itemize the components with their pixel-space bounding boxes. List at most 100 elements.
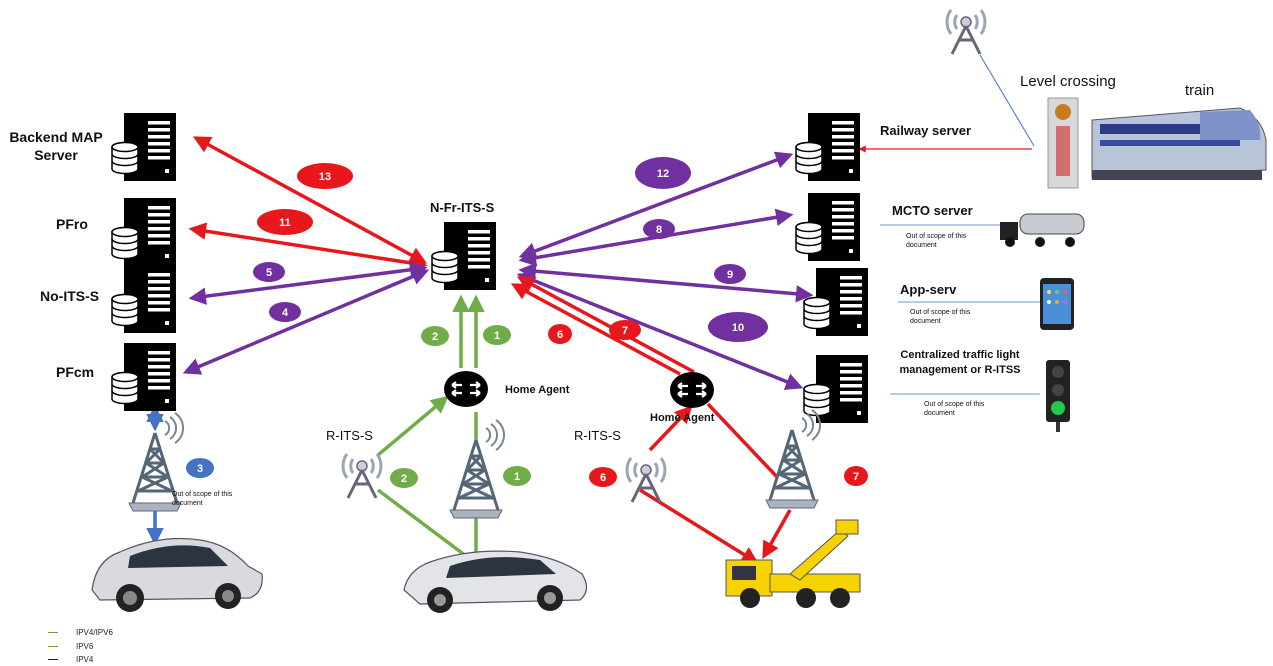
fuel-truck-icon (1000, 213, 1085, 247)
step-badge-number: 12 (657, 168, 669, 180)
step-badge-shape (269, 302, 301, 322)
app-serv-icon (803, 267, 869, 337)
railway-server-icon (795, 112, 861, 182)
r-its-s-1-label: R-ITS-S (326, 428, 373, 443)
step-badge-shape (297, 163, 353, 189)
step-badge-6: 6 (589, 467, 617, 487)
step-badge-13: 13 (297, 163, 353, 189)
step-badge-shape (186, 458, 214, 478)
train-icon (1091, 107, 1267, 180)
cell-tower-3-icon (764, 408, 822, 510)
step-badge-6: 6 (548, 324, 572, 344)
centralized-traffic-light-label: Centralized traffic light management or … (899, 349, 1021, 376)
traffic-light-icon (1046, 360, 1070, 432)
r-its-s-2-label: R-ITS-S (574, 428, 621, 443)
step-badge-number: 13 (319, 171, 331, 183)
legend-ipv4: IPV4 (48, 655, 93, 664)
step-badge-2: 2 (390, 468, 418, 488)
link-2-rsu (376, 395, 449, 457)
step-badge-1: 1 (503, 466, 531, 486)
step-badge-number: 3 (197, 463, 203, 475)
step-badge-shape (714, 264, 746, 284)
train-label: train (1185, 82, 1215, 99)
legend-label: IPV4/IPV6 (76, 628, 113, 637)
out-of-scope-traffic: Out of scope of this document (924, 401, 985, 417)
step-badge-9: 9 (714, 264, 746, 284)
step-badge-number: 8 (656, 224, 662, 236)
step-badge-shape (589, 467, 617, 487)
home-agent-1-label: Home Agent (505, 384, 570, 396)
pfcm-server-icon (111, 342, 177, 412)
traffic-light-server-icon (803, 354, 869, 424)
step-badge-number: 7 (622, 325, 628, 337)
legend-ipv4-ipv6: IPV4/IPV6 (48, 628, 113, 637)
step-badge-number: 5 (266, 267, 272, 279)
link-11 (188, 222, 428, 272)
out-of-scope-mcto: Out of scope of this document (906, 233, 967, 249)
rsu-1-icon (341, 452, 383, 500)
step-badge-7: 7 (844, 466, 868, 486)
level-crossing-label: Level crossing (1020, 73, 1116, 90)
legend-ipv6: IPV6 (48, 642, 93, 651)
step-badge-number: 2 (401, 473, 407, 485)
car-center-icon (403, 550, 588, 613)
step-badge-shape (708, 312, 768, 342)
step-badge-4: 4 (269, 302, 301, 322)
step-badge-shape (483, 325, 511, 345)
step-badge-shape (548, 324, 572, 344)
car-left-icon (91, 537, 263, 612)
legend-line (48, 646, 58, 647)
home-agent-1-icon (442, 369, 490, 409)
pfro-server-icon (111, 197, 177, 267)
no-its-s-label: No-ITS-S (40, 288, 100, 304)
step-badge-number: 1 (514, 471, 520, 483)
step-badge-shape (503, 466, 531, 486)
link-10 (516, 272, 804, 390)
no-its-s-server-icon (111, 264, 177, 334)
step-badge-shape (257, 209, 313, 235)
smartphone-icon (1040, 278, 1074, 330)
step-badge-12: 12 (635, 157, 691, 189)
step-badge-number: 2 (432, 331, 438, 343)
link-5 (188, 261, 428, 305)
step-badge-shape (390, 468, 418, 488)
step-badge-11: 11 (257, 209, 313, 235)
step-badge-1: 1 (483, 325, 511, 345)
step-badge-shape (253, 262, 285, 282)
legend-line (48, 632, 58, 633)
mcto-server-icon (795, 192, 861, 262)
out-of-scope-app: Out of scope of this document (910, 309, 971, 325)
step-badge-5: 5 (253, 262, 285, 282)
backend-map-server-icon (111, 112, 177, 182)
step-badge-number: 7 (853, 471, 859, 483)
legend-label: IPV6 (76, 642, 94, 651)
link-13 (192, 136, 428, 264)
step-badge-2: 2 (421, 326, 449, 346)
step-badge-shape (844, 466, 868, 486)
step-badge-7: 7 (609, 320, 641, 340)
legend-label: IPV4 (76, 655, 94, 664)
step-badge-8: 8 (643, 219, 675, 239)
step-badge-shape (643, 219, 675, 239)
step-badge-number: 10 (732, 322, 744, 334)
n-fr-its-s-server-icon (431, 221, 497, 291)
step-badge-number: 6 (557, 329, 563, 341)
app-serv-label: App-serv (900, 282, 957, 297)
step-badge-shape (609, 320, 641, 340)
link-7 (516, 276, 695, 374)
step-badge-3: 3 (186, 458, 214, 478)
step-badge-number: 11 (279, 217, 291, 229)
pfro-label: PFro (56, 216, 88, 232)
step-badge-shape (635, 157, 691, 189)
link-6 (510, 283, 681, 376)
pfcm-label: PFcm (56, 364, 95, 380)
home-agent-2-label: Home Agent (650, 412, 715, 424)
utility-truck-icon (725, 519, 861, 608)
level-crossing-signal-icon (1047, 97, 1079, 189)
legend-line (48, 659, 58, 660)
step-badge-number: 1 (494, 330, 500, 342)
rsu-level-crossing-icon (945, 8, 987, 56)
railway-server-label: Railway server (880, 123, 972, 138)
